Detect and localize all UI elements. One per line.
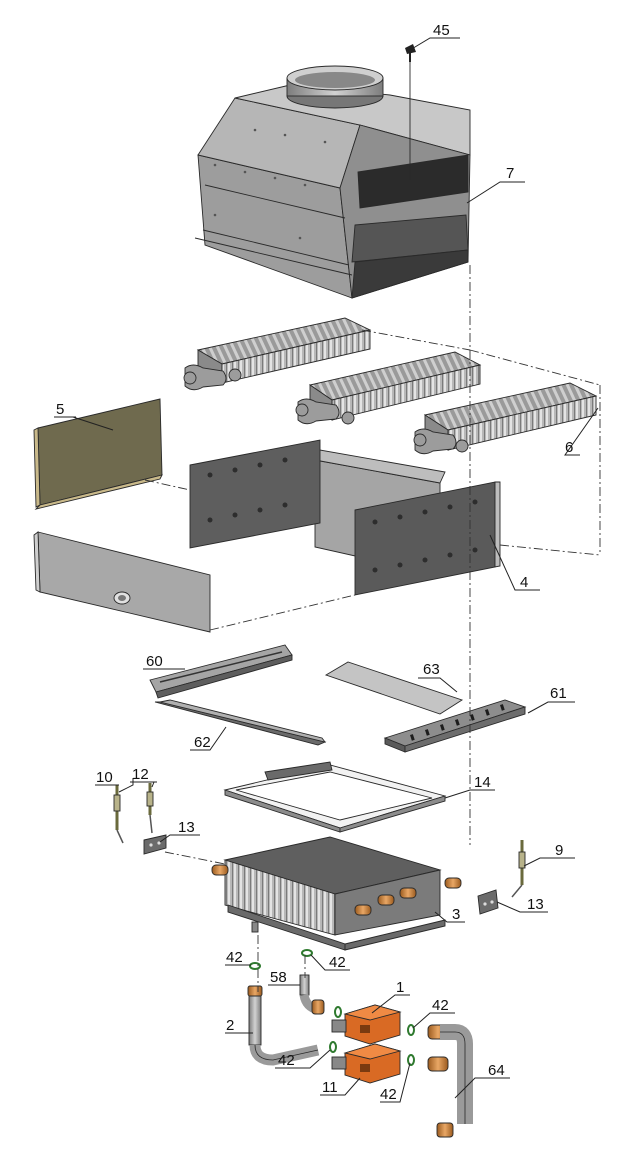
copper-stubs bbox=[211, 864, 462, 916]
primary-heat-exchangers bbox=[183, 317, 598, 455]
callout-13-left: 13 bbox=[178, 819, 195, 836]
electrode-bracket-13-right bbox=[477, 889, 499, 915]
primary-heat-exchanger-2 bbox=[295, 351, 482, 425]
callout-11: 11 bbox=[322, 1079, 338, 1096]
gas-valve-11 bbox=[331, 1043, 402, 1084]
callout-42-c: 42 bbox=[432, 997, 449, 1014]
callout-7: 7 bbox=[506, 165, 514, 182]
callout-58: 58 bbox=[270, 969, 287, 986]
gas-pipe-58 bbox=[299, 974, 325, 1015]
electrode-12 bbox=[146, 783, 154, 834]
electrode-bracket-13-left bbox=[143, 834, 167, 855]
callout-10: 10 bbox=[96, 769, 113, 786]
callout-9: 9 bbox=[555, 842, 563, 859]
draft-hood bbox=[194, 55, 471, 299]
sensor-45 bbox=[405, 44, 416, 62]
callout-6: 6 bbox=[565, 439, 573, 456]
burner-frame-14 bbox=[223, 761, 447, 833]
callout-64: 64 bbox=[488, 1062, 505, 1079]
callout-5: 5 bbox=[56, 401, 64, 418]
insulation-panel bbox=[33, 398, 163, 510]
assembly-guide-lines bbox=[144, 265, 601, 992]
front-panel bbox=[33, 531, 211, 633]
callout-4: 4 bbox=[520, 574, 528, 591]
burner-61 bbox=[383, 699, 527, 753]
callout-12: 12 bbox=[132, 766, 149, 783]
gas-pipe-64 bbox=[427, 1024, 473, 1138]
electrode-9 bbox=[511, 840, 526, 898]
callout-labels: 45 7 5 6 4 60 63 61 62 14 10 12 13 9 13 … bbox=[56, 22, 573, 1103]
callout-63: 63 bbox=[423, 661, 440, 678]
callout-42-d: 42 bbox=[278, 1052, 295, 1069]
gas-valve-1 bbox=[331, 1004, 402, 1045]
callout-1: 1 bbox=[396, 979, 404, 996]
burner-bracket-60 bbox=[149, 644, 293, 699]
callout-45: 45 bbox=[433, 22, 450, 39]
callout-61: 61 bbox=[550, 685, 567, 702]
o-rings bbox=[249, 949, 415, 1066]
combustion-chamber bbox=[189, 439, 501, 596]
callout-42-a: 42 bbox=[226, 949, 243, 966]
burner-plate-62 bbox=[154, 699, 327, 746]
callout-42-b: 42 bbox=[329, 954, 346, 971]
callout-14: 14 bbox=[474, 774, 491, 791]
callout-2: 2 bbox=[226, 1017, 234, 1034]
callout-3: 3 bbox=[452, 906, 460, 923]
callout-60: 60 bbox=[146, 653, 163, 670]
burner-plate-63 bbox=[324, 661, 464, 715]
callout-leaders bbox=[54, 37, 599, 1103]
primary-heat-exchanger-1 bbox=[183, 317, 372, 391]
callout-62: 62 bbox=[194, 734, 211, 751]
callout-42-e: 42 bbox=[380, 1086, 397, 1103]
callout-13-right: 13 bbox=[527, 896, 544, 913]
electrode-10 bbox=[113, 785, 124, 844]
gas-pipe-2 bbox=[247, 985, 320, 1066]
primary-heat-exchanger-3 bbox=[413, 382, 598, 455]
burner-block-3 bbox=[211, 836, 462, 951]
